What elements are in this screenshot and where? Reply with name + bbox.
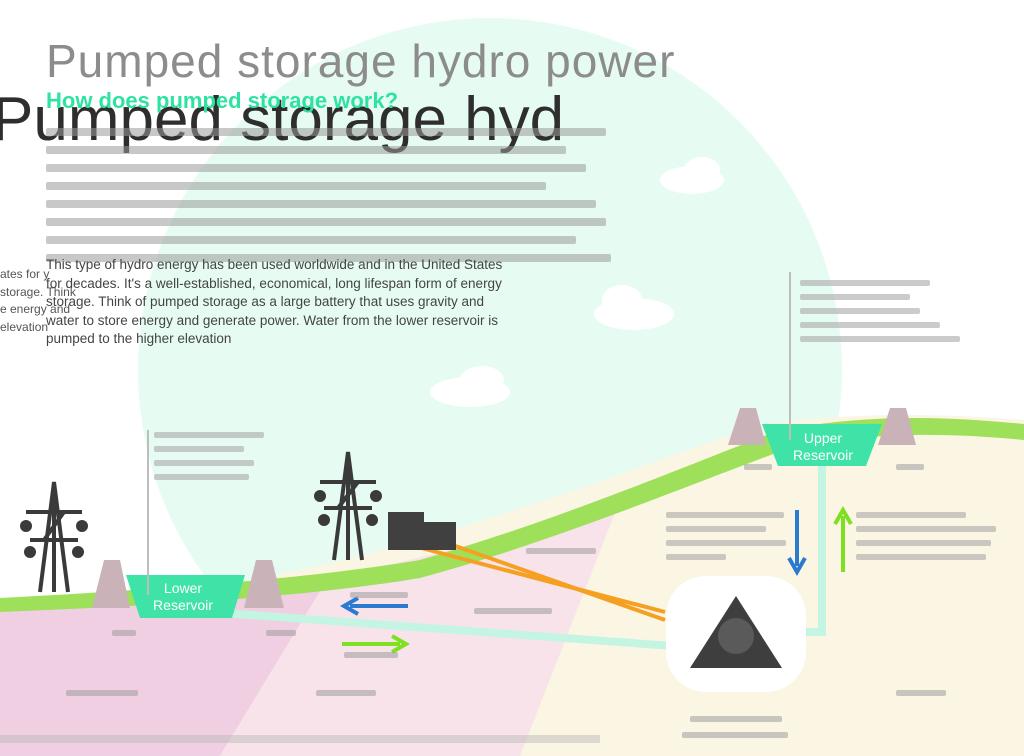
upper-reservoir <box>762 424 882 466</box>
blurred-paragraph <box>46 128 616 272</box>
dam-caption <box>112 630 136 636</box>
flow-up-arrow <box>833 505 853 572</box>
dam-icon <box>728 408 766 445</box>
dam-icon <box>244 560 284 608</box>
flow-left-arrow <box>339 596 408 616</box>
page-title-ghost: Pumped storage hyd <box>0 85 565 154</box>
body-text: This type of hydro energy has been used … <box>46 257 503 346</box>
powerhouse-icon <box>388 512 456 550</box>
flow-right-arrow <box>342 634 411 654</box>
section-subtitle: How does pumped storage work? <box>46 88 399 113</box>
dam-caption <box>744 464 772 470</box>
footer-note <box>0 735 600 743</box>
dam-icon <box>878 408 916 445</box>
transmission-tower-icon <box>314 451 382 561</box>
line-caption <box>474 608 552 614</box>
flow-down-arrow <box>787 510 807 577</box>
dam-caption <box>266 630 296 636</box>
arrow-caption <box>344 652 398 658</box>
ground-caption <box>896 690 946 696</box>
cloud-icon <box>430 366 510 407</box>
page-title: Pumped storage hydro power <box>46 35 676 87</box>
dam-icon <box>92 560 130 608</box>
arrow-caption <box>350 592 408 598</box>
ground-caption <box>316 690 376 696</box>
turbine-icon <box>690 596 782 668</box>
line-caption <box>526 548 596 554</box>
cloud-icon <box>594 285 674 330</box>
ground-caption <box>66 690 138 696</box>
dam-caption <box>896 464 924 470</box>
callout-upper <box>800 280 960 350</box>
callout-pump <box>856 512 1006 568</box>
lower-reservoir <box>126 575 245 618</box>
turbine-caption <box>690 716 782 722</box>
power-line <box>409 543 666 614</box>
upper-reservoir-label: Upper Reservoir <box>793 430 853 463</box>
callout-lower <box>154 432 274 488</box>
body-text-ghost: ates for y storage. Think e energy and e… <box>0 267 76 334</box>
turbine-caption <box>682 732 788 738</box>
transmission-tower-icon <box>20 481 88 593</box>
callout-generate <box>666 512 786 568</box>
lower-reservoir-label: Lower Reservoir <box>153 580 213 613</box>
cloud-icon <box>660 157 724 194</box>
